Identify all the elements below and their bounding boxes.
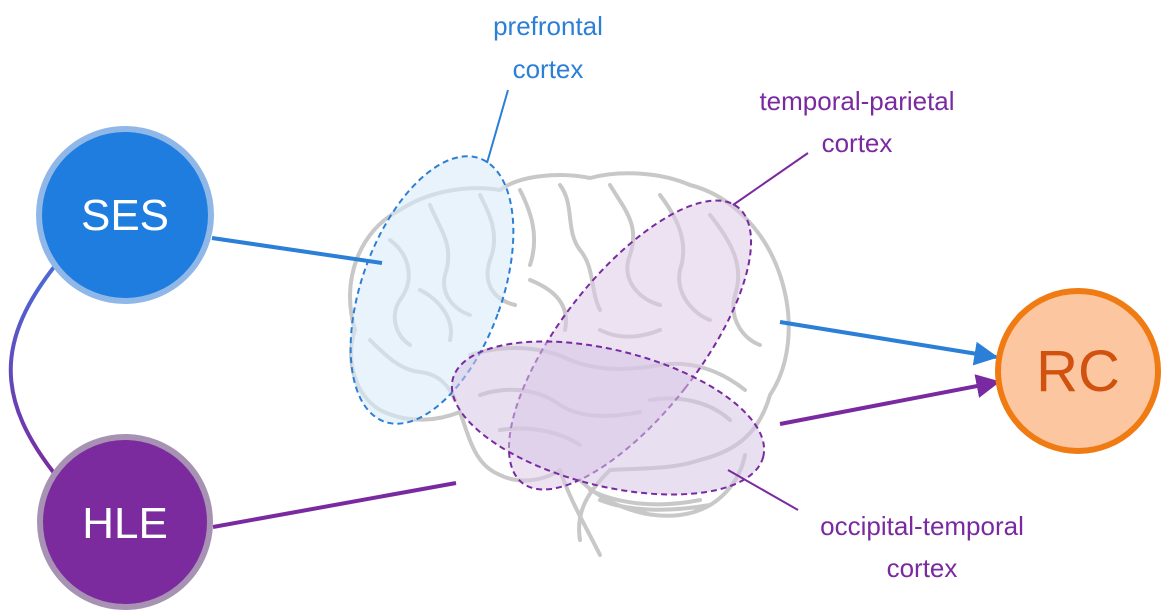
temporal-parietal-label-line1: temporal-parietal bbox=[759, 86, 954, 116]
occipital-temporal-callout-line bbox=[728, 470, 798, 510]
rc-label: RC bbox=[1036, 339, 1120, 404]
brain-to-rc-blue-arrow bbox=[780, 322, 996, 357]
occipital-temporal-label-line1: occipital-temporal bbox=[820, 511, 1024, 541]
temporal-parietal-label: temporal-parietal cortex bbox=[759, 86, 954, 158]
hle-node: HLE bbox=[40, 437, 210, 607]
ses-label: SES bbox=[81, 191, 169, 240]
prefrontal-label-line2: cortex bbox=[513, 54, 584, 84]
brain-to-rc-purple-arrow bbox=[780, 382, 998, 424]
hle-to-brain-line bbox=[213, 483, 456, 527]
occipital-temporal-label-line2: cortex bbox=[887, 553, 958, 583]
hle-label: HLE bbox=[82, 499, 168, 548]
ses-to-brain-line bbox=[212, 238, 382, 263]
prefrontal-label-line1: prefrontal bbox=[493, 11, 603, 41]
prefrontal-label: prefrontal cortex bbox=[493, 11, 603, 84]
prefrontal-callout-line bbox=[487, 90, 508, 163]
ses-node: SES bbox=[39, 129, 211, 301]
ses-hle-connector bbox=[11, 262, 58, 478]
temporal-parietal-callout-line bbox=[733, 153, 808, 205]
temporal-parietal-label-line2: cortex bbox=[822, 128, 893, 158]
rc-node: RC bbox=[998, 291, 1158, 451]
occipital-temporal-label: occipital-temporal cortex bbox=[820, 511, 1024, 583]
